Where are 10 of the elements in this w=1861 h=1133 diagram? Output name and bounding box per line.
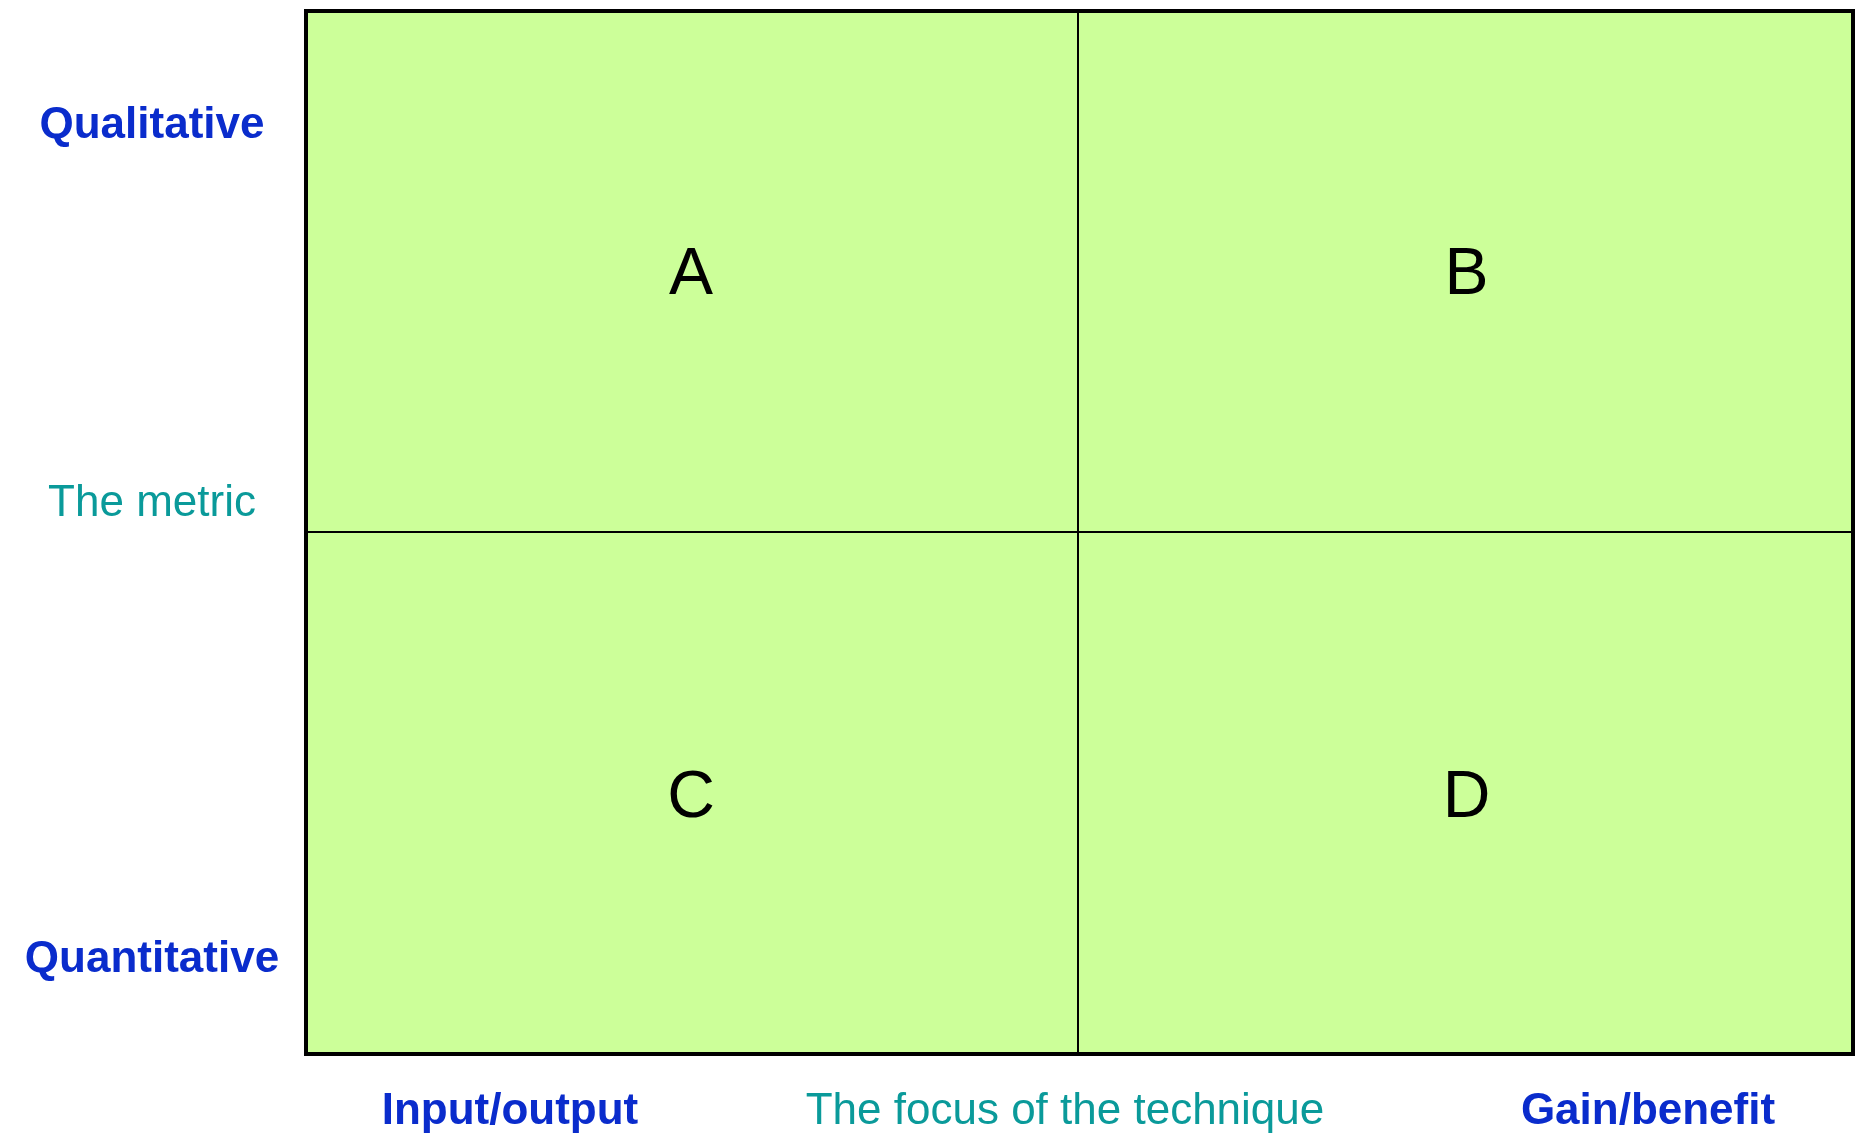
quadrant-letter: B [1444, 232, 1489, 309]
axis-end-label: Gain/benefit [1520, 1084, 1776, 1133]
quadrant-letter: D [1442, 756, 1491, 832]
axis-end-label: Quantitative [24, 932, 280, 982]
axis-end-label: Qualitative [39, 98, 265, 148]
axis-title: The focus of the technique [805, 1084, 1325, 1133]
quadrant-letter: A [669, 232, 713, 309]
axis-end-label: Input/output [381, 1084, 639, 1133]
axis-title: The metric [48, 476, 256, 526]
quadrant-letter: C [667, 756, 715, 832]
